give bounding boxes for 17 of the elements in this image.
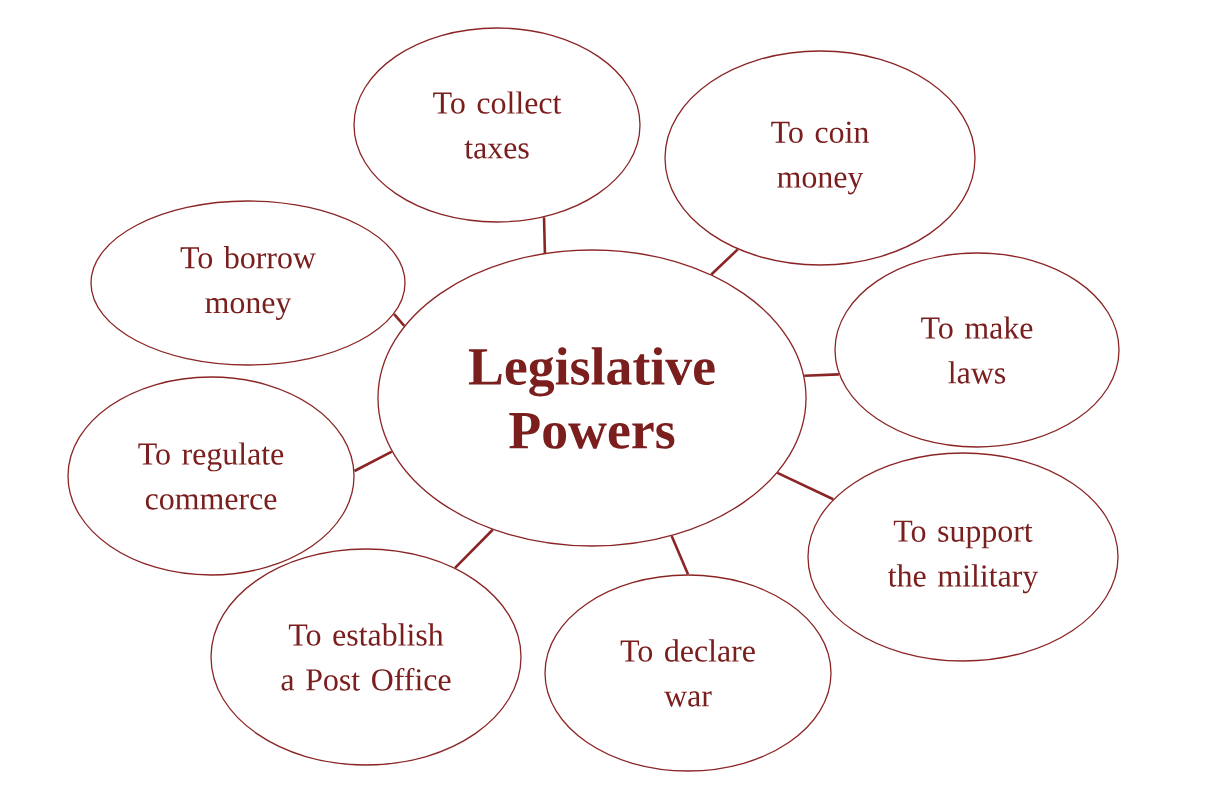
connector-line xyxy=(804,373,839,377)
idea-bubble: To establish a Post Office xyxy=(210,548,522,766)
idea-bubble: To borrow money xyxy=(90,200,406,366)
connector-line xyxy=(353,450,393,473)
idea-bubble: To support the military xyxy=(807,452,1119,662)
idea-bubble: To regulate commerce xyxy=(67,376,355,576)
connector-line xyxy=(454,528,494,569)
connector-line xyxy=(670,535,690,575)
connector-line xyxy=(542,217,547,253)
idea-bubble: To collect taxes xyxy=(353,27,641,223)
idea-bubble: To coin money xyxy=(664,50,976,266)
connector-line xyxy=(393,313,406,327)
connector-line xyxy=(710,248,739,276)
idea-bubble: To declare war xyxy=(544,574,832,772)
center-bubble: Legislative Powers xyxy=(377,249,807,547)
idea-bubble: To make laws xyxy=(834,252,1120,448)
connector-line xyxy=(776,471,834,501)
